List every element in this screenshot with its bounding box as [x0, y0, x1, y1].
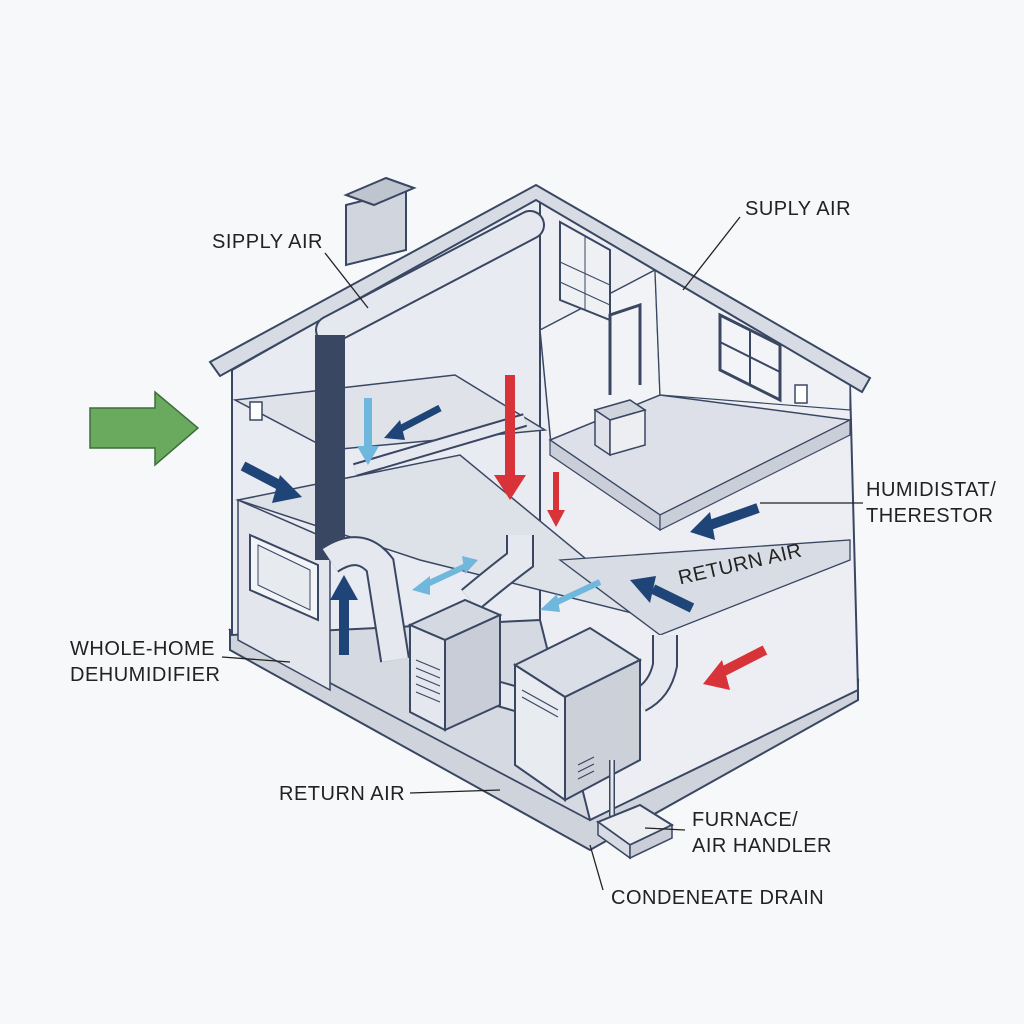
roof: [208, 183, 872, 394]
label-furnace-line1: FURNACE/: [692, 809, 799, 831]
label-dehumidifier-line1: WHOLE-HOME: [70, 638, 215, 660]
leader-lines: [221, 216, 863, 891]
return-air-arrows: [240, 404, 760, 655]
lower-left-room: [237, 498, 331, 692]
upstairs-door: [559, 220, 611, 322]
whole-home-dehumidifier-unit: [407, 598, 503, 732]
chimney: [343, 176, 417, 267]
fresh-air-arrows: [357, 398, 602, 612]
label-supply-air-left: SIPPLY AIR: [212, 231, 323, 253]
condensate-drain-tray: [595, 760, 675, 860]
humidistat-device: [794, 384, 808, 404]
supply-air-arrows: [494, 375, 768, 690]
upper-floor: [232, 374, 853, 532]
label-condensate-drain: CONDENEATE DRAIN: [611, 887, 825, 909]
portable-humidifier: [593, 399, 647, 457]
label-furnace-line2: AIR HANDLER: [692, 835, 832, 857]
label-humidistat-line1: HUMIDISTAT/: [866, 479, 997, 501]
window: [718, 312, 782, 403]
thermostat-device: [249, 401, 263, 421]
supply-duct-upper: [315, 210, 545, 560]
label-supply-air-right: SUPLY AIR: [745, 198, 852, 220]
label-dehumidifier-line2: DEHUMIDIFIER: [70, 664, 221, 686]
doorway: [608, 302, 642, 395]
label-return-air-bottom: RETURN AIR: [279, 783, 406, 805]
outside-air-arrow: [89, 390, 200, 467]
label-humidistat-line2: THERESTOR: [866, 505, 994, 527]
furnace-air-handler-unit: [512, 626, 643, 802]
